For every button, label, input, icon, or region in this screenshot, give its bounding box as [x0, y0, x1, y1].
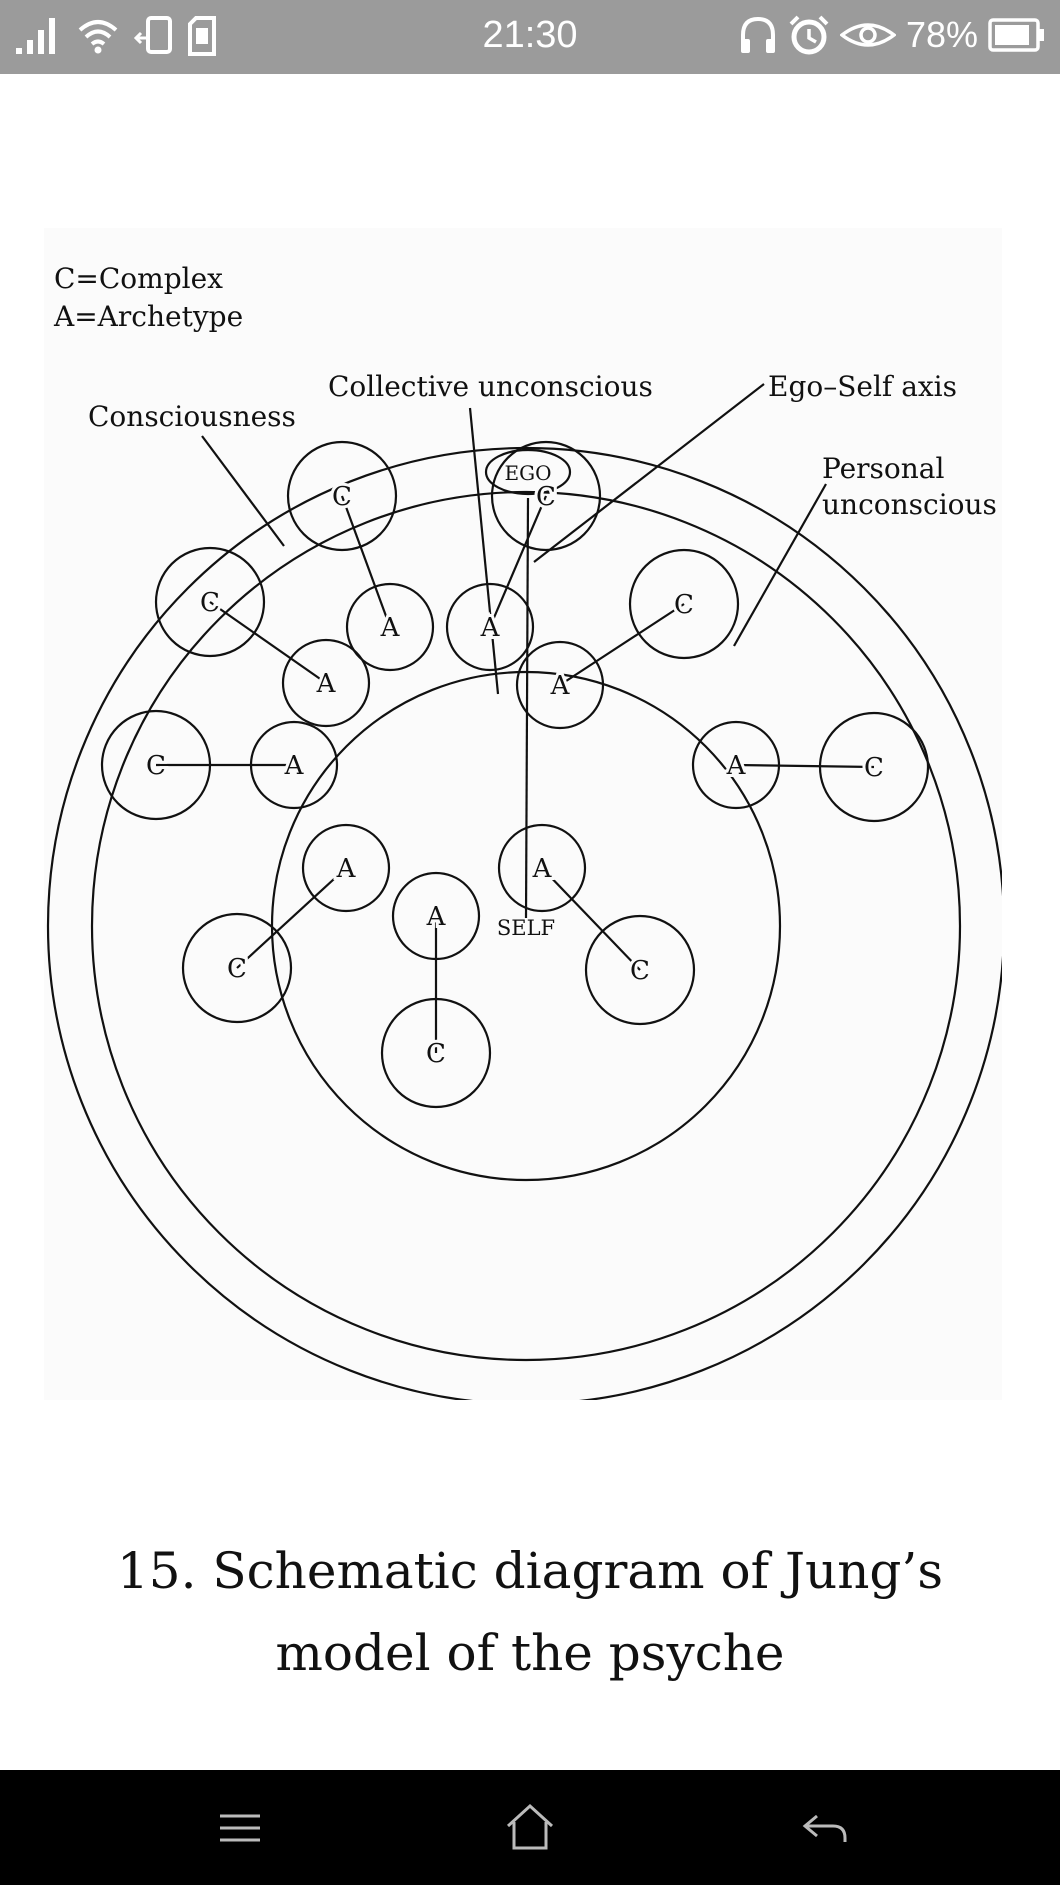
- archetype-circle: [497, 823, 587, 913]
- collective-pointer: [468, 407, 500, 695]
- label-ego-self-axis: Ego–Self axis: [768, 370, 957, 403]
- archetype-circle: [281, 638, 371, 728]
- self-label: SELF: [497, 916, 555, 940]
- complex-circle: [628, 548, 740, 660]
- complex-archetype-link: [340, 495, 392, 628]
- legend-complex: C=Complex: [54, 262, 223, 295]
- complex-letter: C: [674, 590, 694, 620]
- complex-letter: C: [146, 751, 166, 781]
- complex-archetype-link: [209, 601, 327, 684]
- eye-icon: [839, 23, 896, 47]
- back-icon[interactable]: [795, 1800, 855, 1856]
- archetype-letter: A: [316, 669, 337, 699]
- complex-archetype-pair: CA: [154, 546, 371, 728]
- complex-archetype-pair: CA: [286, 440, 435, 672]
- home-icon[interactable]: [500, 1800, 560, 1856]
- archetype-letter: A: [426, 902, 447, 932]
- signal-icon: [16, 18, 55, 54]
- archetype-circle: [515, 640, 605, 730]
- complex-letter: C: [864, 753, 884, 783]
- archetype-letter: A: [550, 671, 571, 701]
- complex-letter: C: [227, 954, 247, 984]
- label-personal: Personal: [822, 452, 944, 485]
- ego-self-axis-pointer: [533, 383, 765, 563]
- complex-archetype-pair: CA: [497, 823, 696, 1026]
- complex-letter: C: [332, 482, 352, 512]
- archetype-circle: [445, 582, 535, 672]
- figure-caption: 15. Schematic diagram of Jung’s model of…: [60, 1530, 1000, 1694]
- alarm-icon: [789, 15, 829, 55]
- complex-letter: C: [200, 588, 220, 618]
- status-bar: 21:30 78%: [0, 0, 1060, 74]
- legend-archetype: A=Archetype: [53, 300, 243, 333]
- archetype-letter: A: [480, 613, 501, 643]
- complex-circle: [154, 546, 266, 658]
- battery-icon: [988, 18, 1044, 52]
- ego-label: EGO: [505, 461, 552, 485]
- complex-letter: C: [426, 1039, 446, 1069]
- label-consciousness: Consciousness: [88, 400, 296, 433]
- archetype-letter: A: [726, 751, 747, 781]
- complex-archetype-link: [735, 763, 875, 769]
- ego-oval: [484, 448, 572, 496]
- complex-archetype-pair: CA: [691, 711, 930, 823]
- caption-line-1: 15. Schematic diagram of Jung’s: [116, 1542, 943, 1600]
- personal-unconscious-pointer: [733, 483, 827, 647]
- complex-letter: C: [536, 482, 556, 512]
- status-time: 21:30: [482, 14, 578, 56]
- archetype-circle: [301, 823, 391, 913]
- complex-archetype-link: [236, 867, 347, 969]
- archetype-letter: A: [336, 854, 357, 884]
- complex-circle: [584, 914, 696, 1026]
- complex-archetype-link: [488, 495, 548, 628]
- consciousness-ring: [90, 490, 962, 1362]
- jung-psyche-diagram: C=Complex A=Archetype Consciousness Coll…: [44, 228, 1002, 1400]
- archetype-letter: A: [380, 613, 401, 643]
- consciousness-pointer: [201, 435, 285, 547]
- outer-ring: [47, 447, 1002, 1400]
- archetype-circle: [345, 582, 435, 672]
- label-unconscious: unconscious: [822, 488, 997, 521]
- navigation-bar: [0, 1770, 1060, 1885]
- complex-circle: [181, 912, 293, 1024]
- complex-archetype-pair: CA: [181, 823, 391, 1024]
- archetype-letter: A: [532, 854, 553, 884]
- phone-transfer-icon: [134, 16, 172, 54]
- archetype-letter: A: [284, 751, 305, 781]
- sim-card-icon: [188, 16, 216, 56]
- ego-self-axis-line: [524, 497, 530, 919]
- complex-circle: [490, 440, 602, 552]
- headphones-icon: [740, 16, 775, 53]
- complex-archetype-link: [541, 867, 641, 971]
- complex-archetype-link: [559, 603, 685, 686]
- complex-archetype-pair: CA: [445, 440, 602, 672]
- wifi-icon: [78, 20, 118, 54]
- caption-line-2: model of the psyche: [275, 1624, 785, 1682]
- complex-archetype-pair: CA: [380, 871, 492, 1109]
- menu-icon[interactable]: [210, 1800, 270, 1856]
- complex-archetype-pair: CA: [515, 548, 740, 730]
- battery-percent: 78%: [905, 14, 978, 55]
- complex-circle: [286, 440, 398, 552]
- label-collective-unconscious: Collective unconscious: [328, 370, 653, 403]
- complex-letter: C: [630, 956, 650, 986]
